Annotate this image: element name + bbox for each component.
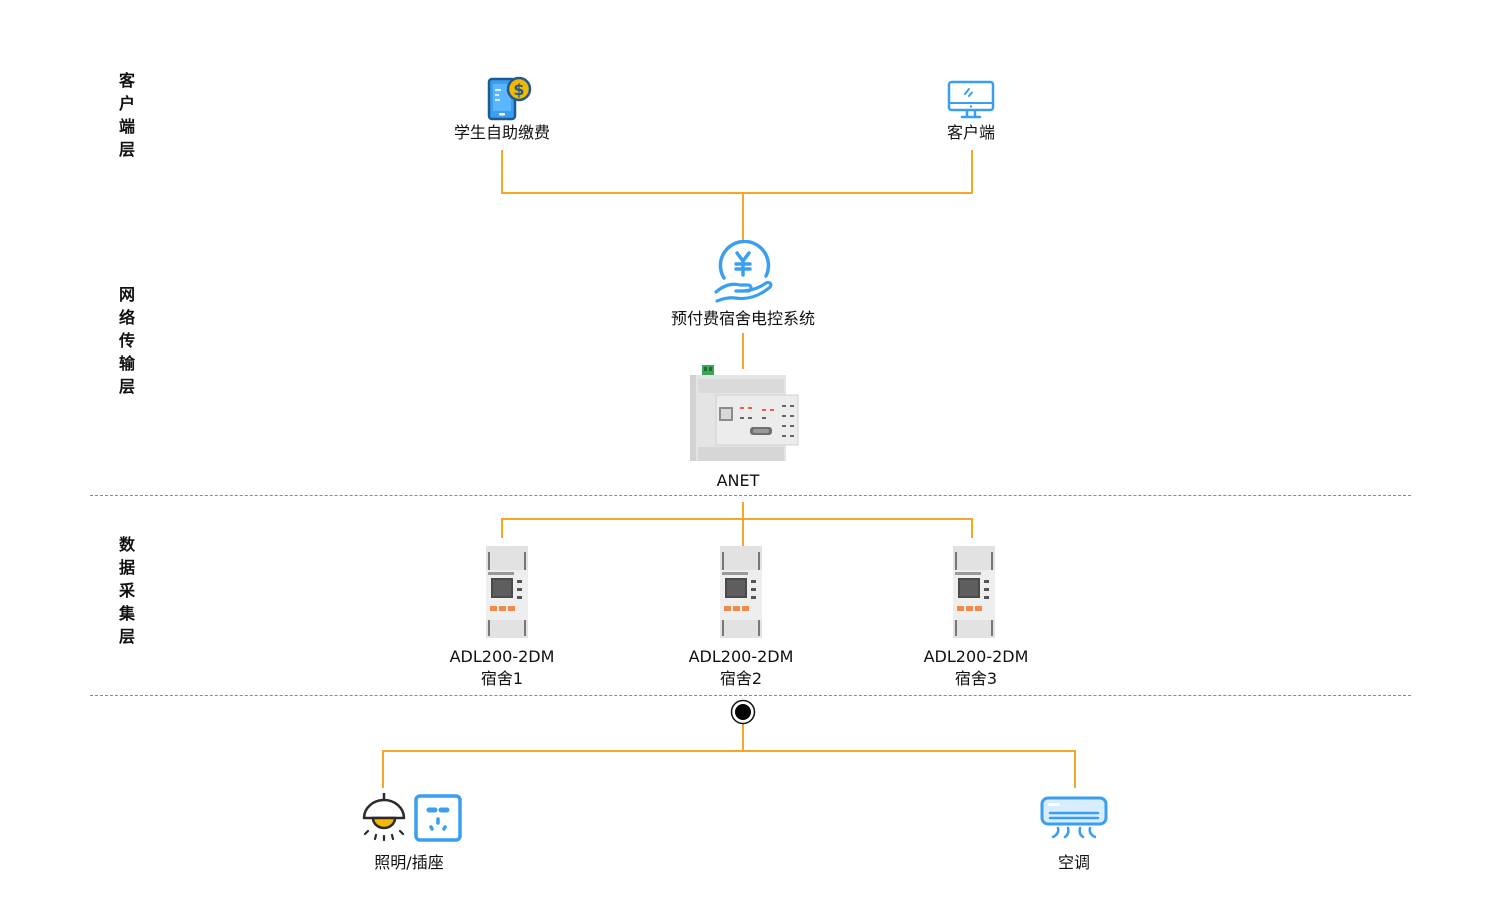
meter-room-label: 宿舍1 — [480, 669, 524, 688]
meter-device-image — [951, 546, 997, 638]
meter-room-label: 宿舍3 — [954, 669, 998, 688]
wire — [501, 518, 503, 538]
layer-char: 客 — [118, 71, 135, 90]
power-socket-icon — [414, 794, 462, 842]
wire — [501, 150, 503, 194]
layer-char: 据 — [118, 558, 135, 577]
meter-model-label: ADL200-2DM — [688, 647, 794, 666]
air-conditioner-label: 空调 — [1057, 853, 1091, 872]
layer-char: 户 — [118, 94, 135, 113]
wire — [501, 192, 973, 194]
wire — [1074, 750, 1076, 788]
layer-char: 网 — [118, 285, 135, 304]
meter-device-image — [718, 546, 764, 638]
layer-label-client: 客 户 端 层 — [117, 69, 137, 161]
lighting-socket-label: 照明/插座 — [374, 853, 444, 872]
gateway-label: ANET — [716, 471, 760, 490]
wire — [742, 722, 744, 751]
wire — [501, 518, 973, 520]
pendant-lamp-icon — [360, 793, 408, 841]
layer-char: 端 — [118, 117, 135, 136]
layer-label-network: 网 络 传 输 层 — [117, 283, 137, 398]
wire — [742, 192, 744, 240]
meter-model-label: ADL200-2DM — [923, 647, 1029, 666]
gateway-device-image — [688, 365, 800, 465]
wire — [742, 333, 744, 369]
layer-char: 输 — [118, 354, 135, 373]
desktop-monitor-icon — [947, 80, 995, 120]
student-payment-label: 学生自助缴费 — [453, 123, 551, 142]
layer-char: 数 — [118, 535, 135, 554]
layer-char: 传 — [118, 331, 135, 350]
mobile-payment-icon: $ — [486, 76, 534, 122]
layer-char: 层 — [118, 377, 135, 396]
air-conditioner-icon — [1040, 796, 1108, 840]
client-terminal-label: 客户端 — [946, 123, 996, 142]
layer-char: 络 — [118, 308, 135, 327]
layer-label-acquisition: 数 据 采 集 层 — [117, 533, 137, 648]
prepaid-system-label: 预付费宿舍电控系统 — [670, 309, 816, 328]
meter-model-label: ADL200-2DM — [449, 647, 555, 666]
wire — [382, 750, 384, 788]
meter-room-label: 宿舍2 — [719, 669, 763, 688]
junction-node-icon — [730, 699, 756, 725]
layer-char: 集 — [118, 604, 135, 623]
svg-text:$: $ — [513, 80, 524, 99]
layer-char: 层 — [118, 627, 135, 646]
wire — [971, 150, 973, 194]
layer-divider — [90, 695, 1411, 696]
layer-char: 采 — [118, 581, 135, 600]
layer-divider — [90, 495, 1411, 496]
wire — [382, 750, 1076, 752]
wire — [742, 502, 744, 546]
yuan-hand-icon — [712, 240, 774, 304]
meter-device-image — [484, 546, 530, 638]
layer-char: 层 — [118, 140, 135, 159]
wire — [971, 518, 973, 538]
